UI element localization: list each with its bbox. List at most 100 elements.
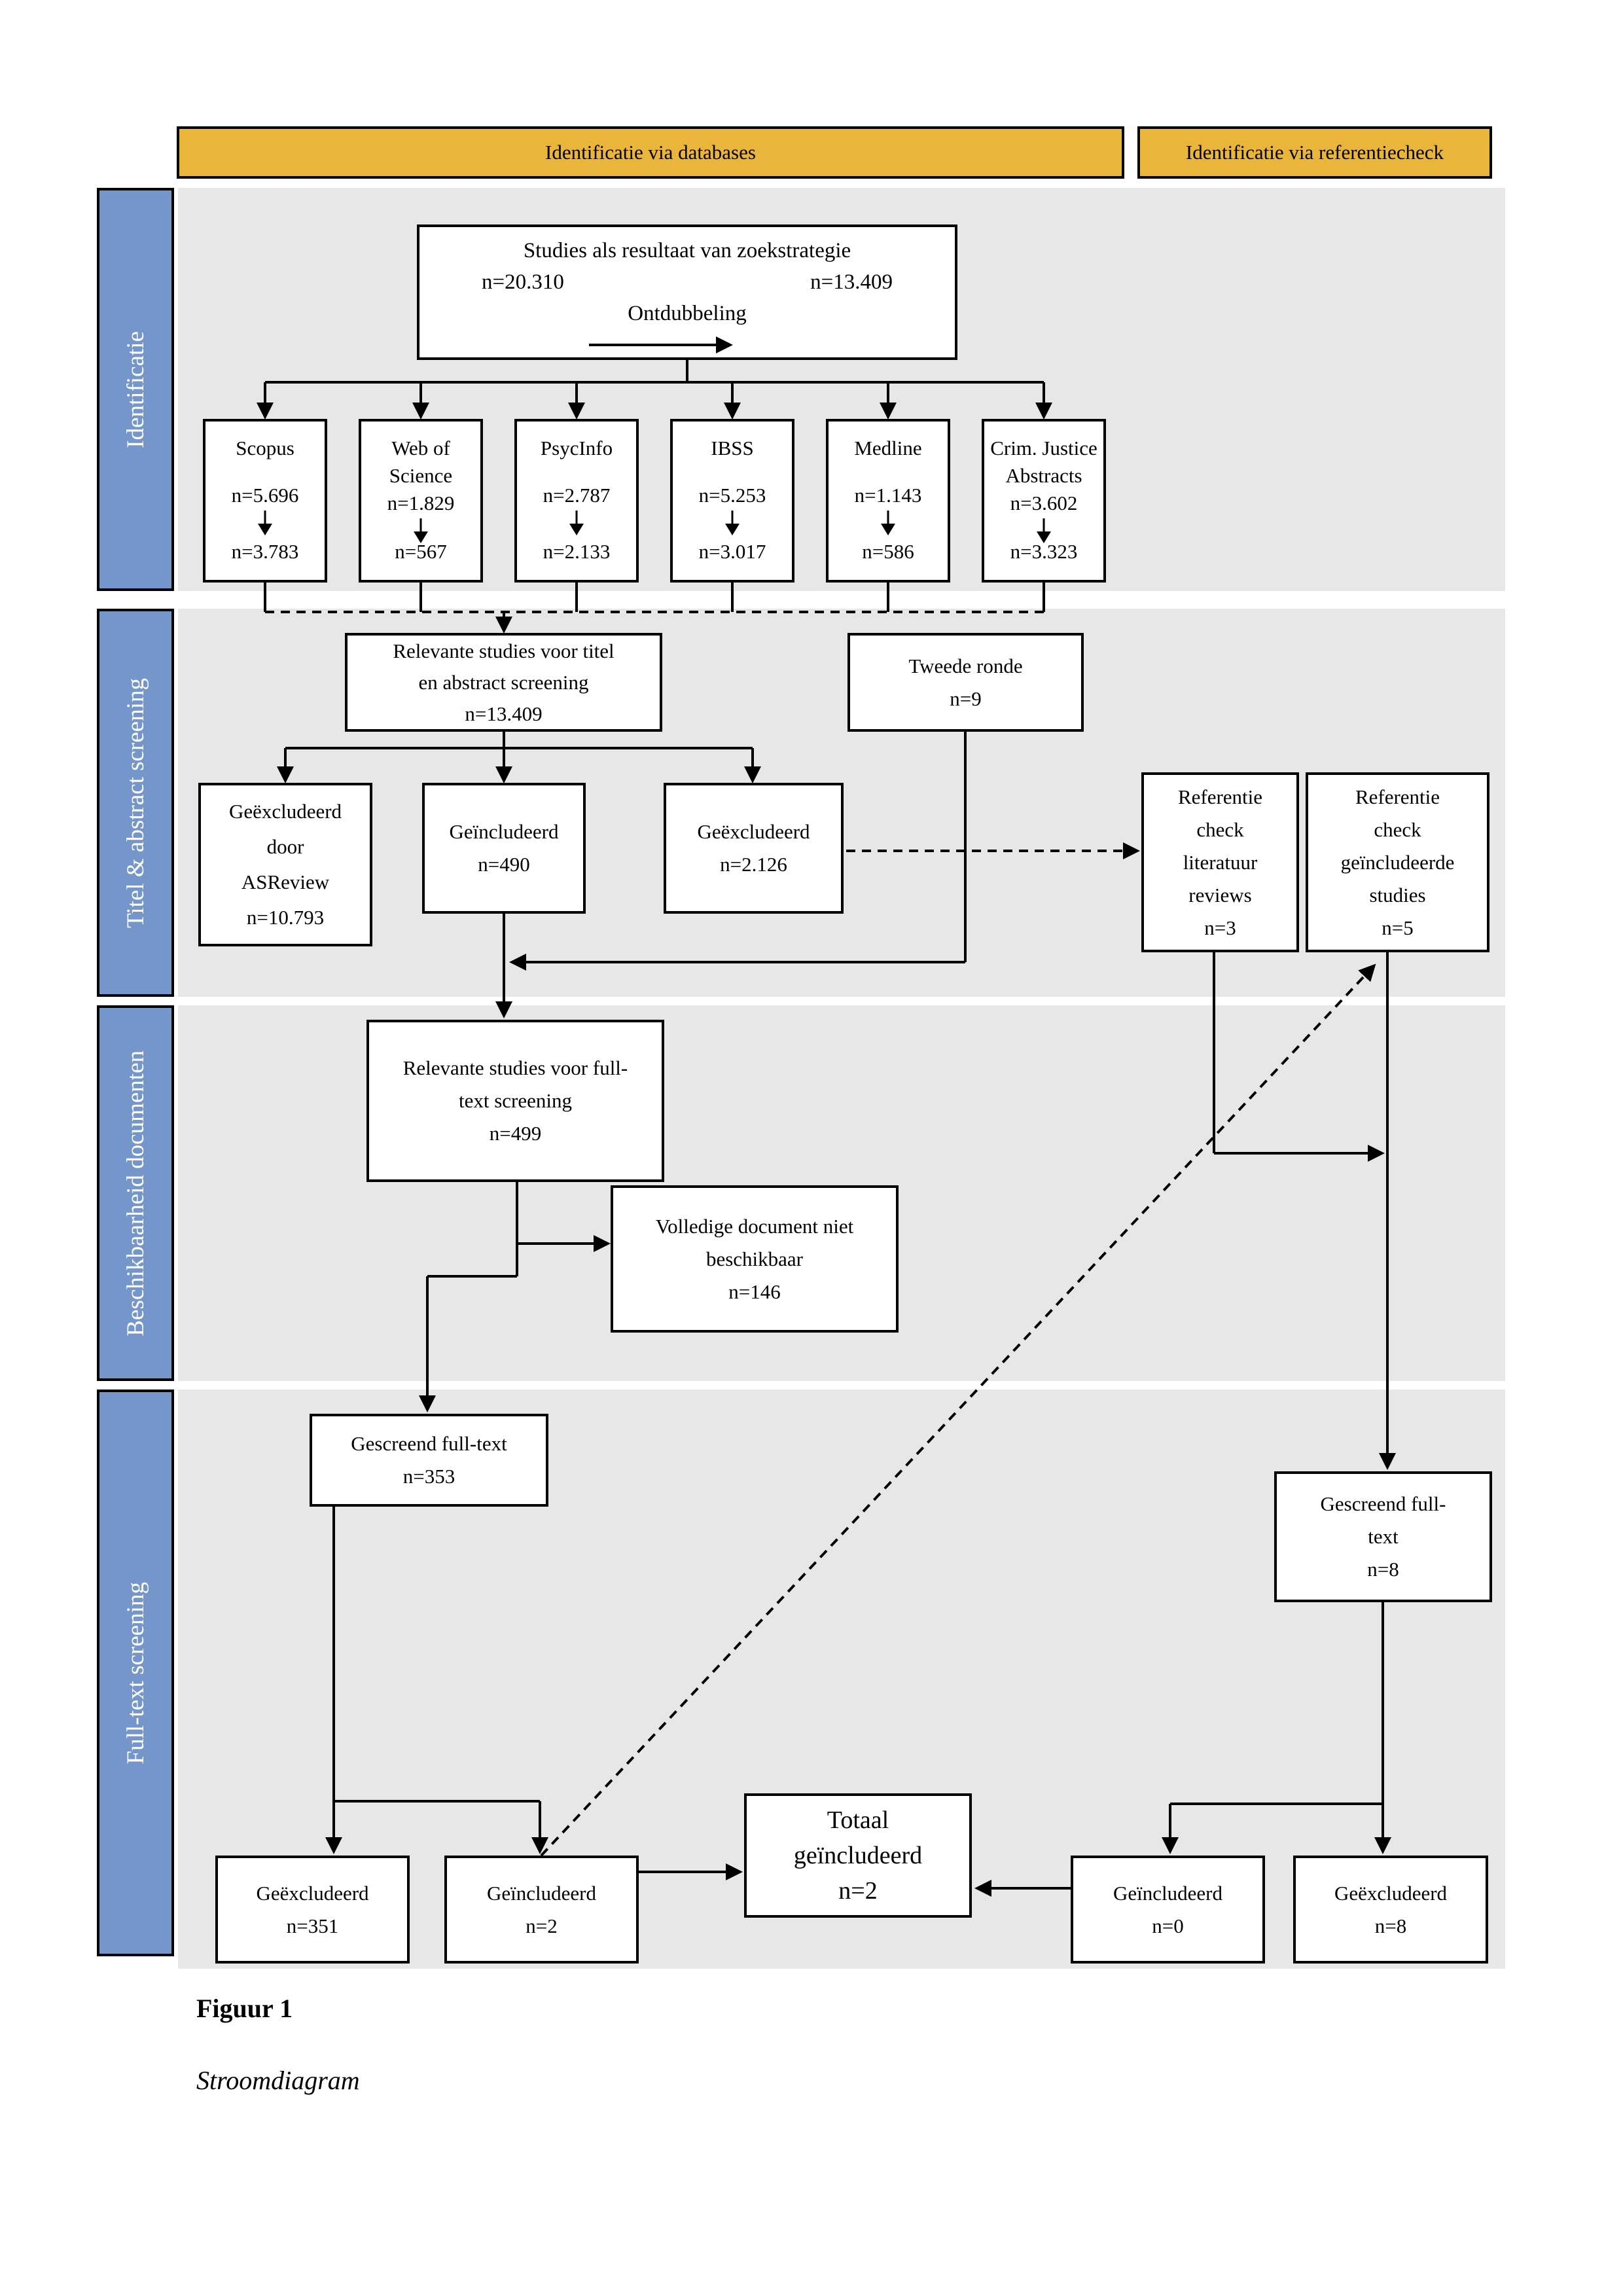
sidebar-label: Identificatie: [122, 331, 149, 448]
n-before-dedup: n=20.310: [482, 270, 564, 294]
box-line: n=8: [1367, 1558, 1399, 1581]
box-line: door: [266, 835, 304, 858]
dedup-process-label: Ontdubbeling: [628, 302, 747, 325]
box-totaal-geincludeerd: Totaal geïncludeerd n=2: [744, 1793, 972, 1918]
box-line: n=490: [478, 853, 530, 876]
box-zoekstrategie-resultaat: Studies als resultaat van zoekstrategie …: [417, 224, 957, 360]
sidebar-phase-fulltext-screening: Full-text screening: [97, 1390, 174, 1956]
box-geexcludeerd-351: Geëxcludeerd n=351: [215, 1856, 410, 1964]
sidebar-label: Titel & abstract screening: [122, 677, 149, 928]
box-line: Geëxcludeerd: [697, 820, 810, 843]
box-geexcludeerd-2126: Geëxcludeerd n=2.126: [664, 783, 844, 914]
box-line: n=351: [286, 1914, 339, 1937]
database-n-after: n=3.783: [231, 540, 299, 563]
header-identificatie-databases: Identificatie via databases: [177, 126, 1124, 179]
down-arrow-icon: [880, 511, 897, 537]
box-line: Geëxcludeerd: [1334, 1881, 1448, 1905]
box-line: text screening: [458, 1089, 572, 1112]
box-line: Geïncludeerd: [1113, 1881, 1222, 1905]
box-line: geïncludeerde: [1340, 850, 1455, 874]
database-n-after: n=2.133: [543, 540, 611, 563]
box-line: n=9: [950, 687, 982, 710]
box-line: Volledige document niet: [655, 1214, 854, 1238]
box-line: text: [1368, 1525, 1399, 1548]
box-line: n=8: [1374, 1914, 1407, 1937]
database-name: Crim. Justice Abstracts: [990, 437, 1097, 487]
box-relevante-studies-titel-abstract: Relevante studies voor titel en abstract…: [345, 633, 662, 732]
database-n-after: n=567: [395, 540, 447, 563]
box-line: n=146: [728, 1280, 781, 1303]
box-line: n=0: [1152, 1914, 1184, 1937]
box-line: ASReview: [241, 870, 330, 893]
down-arrow-icon: [257, 511, 274, 537]
box-line: Geëxcludeerd: [256, 1881, 369, 1905]
box-line: n=499: [489, 1122, 542, 1145]
box-line: Studies als resultaat van zoekstrategie: [523, 239, 851, 262]
down-arrow-icon: [724, 511, 741, 537]
box-database-ibss: IBSS n=5.253 n=3.017: [670, 419, 794, 583]
box-line: en abstract screening: [418, 670, 589, 694]
box-line: Referentie: [1355, 785, 1440, 808]
box-geincludeerd-490: Geïncludeerd n=490: [422, 783, 586, 914]
box-line: Geëxcludeerd: [228, 800, 342, 823]
database-n-before: n=3.602: [1010, 492, 1078, 514]
box-line: Referentie: [1177, 785, 1263, 808]
box-database-medline: Medline n=1.143 n=586: [826, 419, 950, 583]
box-relevante-studies-fulltext: Relevante studies voor full- text screen…: [366, 1020, 664, 1182]
box-line: check: [1374, 817, 1421, 841]
box-database-crim-justice-abstracts: Crim. Justice Abstracts n=3.602 n=3.323: [982, 419, 1106, 583]
box-geincludeerd-2: Geïncludeerd n=2: [444, 1856, 639, 1964]
box-n-row: n=20.310 n=13.409: [419, 266, 955, 298]
box-line: Tweede ronde: [908, 654, 1023, 677]
box-line: Relevante studies voor titel: [393, 639, 615, 662]
box-database-psycinfo: PsycInfo n=2.787 n=2.133: [514, 419, 639, 583]
box-volledig-document-niet-beschikbaar: Volledige document niet beschikbaar n=14…: [611, 1185, 899, 1333]
box-line: n=13.409: [465, 702, 543, 725]
box-database-web-of-science: Web of Science n=1.829 n=567: [359, 419, 483, 583]
box-gescreend-fulltext-8: Gescreend full- text n=8: [1274, 1471, 1492, 1602]
database-n-before: n=1.143: [854, 484, 922, 507]
database-name: IBSS: [711, 437, 754, 459]
box-line: reviews: [1188, 883, 1252, 906]
box-referentiecheck-geincludeerde-studies: Referentie check geïncludeerde studies n…: [1306, 772, 1489, 952]
box-line: n=2.126: [720, 853, 787, 876]
box-line: n=2: [526, 1914, 558, 1937]
box-line: beschikbaar: [705, 1247, 804, 1270]
sidebar-phase-titel-abstract-screening: Titel & abstract screening: [97, 609, 174, 997]
box-line: geïncludeerd: [793, 1842, 923, 1869]
box-line: Gescreend full-: [1320, 1492, 1446, 1515]
header-label: Identificatie via referentiecheck: [1185, 141, 1444, 164]
box-database-scopus: Scopus n=5.696 n=3.783: [203, 419, 327, 583]
down-arrow-icon: [568, 511, 585, 537]
box-line: n=2: [838, 1877, 878, 1905]
box-line: n=3: [1204, 916, 1236, 939]
box-line: n=353: [402, 1465, 455, 1488]
box-line: Geïncludeerd: [487, 1881, 596, 1905]
database-name: Web of Science: [389, 437, 453, 487]
sidebar-label: Full-text screening: [122, 1581, 149, 1765]
box-line: studies: [1369, 883, 1426, 906]
header-identificatie-referentiecheck: Identificatie via referentiecheck: [1137, 126, 1492, 179]
figure-caption-title: Stroomdiagram: [196, 2066, 360, 2095]
database-n-before: n=5.696: [231, 484, 299, 507]
database-n-after: n=3.323: [1010, 540, 1078, 563]
database-n-before: n=2.787: [543, 484, 611, 507]
down-arrow-icon: [1035, 518, 1052, 537]
database-n-before: n=5.253: [698, 484, 766, 507]
figure-caption-number: Figuur 1: [196, 1994, 293, 2023]
database-n-after: n=3.017: [698, 540, 766, 563]
box-line: Gescreend full-text: [351, 1432, 507, 1455]
sidebar-phase-beschikbaarheid-documenten: Beschikbaarheid documenten: [97, 1005, 174, 1381]
database-n-after: n=586: [862, 540, 914, 563]
box-geexcludeerd-asreview: Geëxcludeerd door ASReview n=10.793: [198, 783, 372, 946]
database-n-before: n=1.829: [387, 492, 455, 514]
down-arrow-icon: [412, 518, 429, 537]
box-geexcludeerd-8: Geëxcludeerd n=8: [1293, 1856, 1488, 1964]
database-name: Medline: [854, 437, 922, 459]
database-name: PsycInfo: [540, 437, 613, 459]
header-label: Identificatie via databases: [545, 141, 756, 164]
box-tweede-ronde: Tweede ronde n=9: [847, 633, 1084, 732]
box-line: n=10.793: [246, 906, 325, 929]
box-line: Relevante studies voor full-: [402, 1056, 628, 1079]
